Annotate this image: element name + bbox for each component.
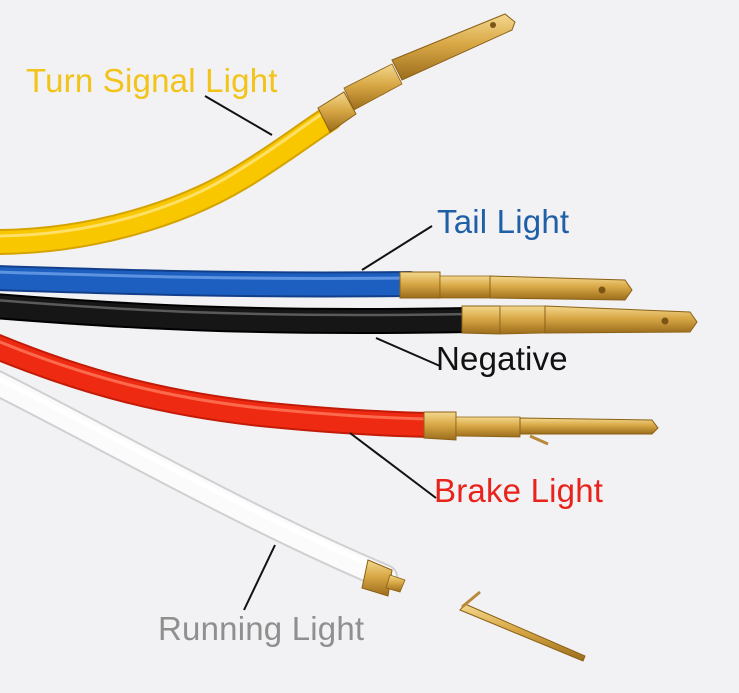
negative-terminal <box>461 305 698 335</box>
turn-signal-leader-line <box>204 95 273 136</box>
brake-light-wire <box>0 333 443 438</box>
brake-light-leader-line <box>349 432 437 499</box>
running-light-label: Running Light <box>158 610 365 647</box>
negative-leader-line <box>375 337 441 367</box>
running-light-leader-line <box>243 544 276 611</box>
brake-light-label: Brake Light <box>434 472 604 509</box>
tail-light-leader-line <box>361 225 433 271</box>
running-light-terminal <box>361 559 586 662</box>
turn-signal-wire <box>0 105 343 255</box>
tail-light-label: Tail Light <box>437 203 570 240</box>
turn-signal-label: Turn Signal Light <box>26 62 278 99</box>
negative-wire <box>0 293 483 335</box>
negative-label: Negative <box>436 340 568 377</box>
tail-light-wire <box>0 265 423 298</box>
turn-signal-terminal <box>317 13 516 133</box>
running-light-wire <box>0 370 398 590</box>
brake-light-terminal <box>423 411 659 446</box>
tail-light-terminal <box>399 271 633 301</box>
